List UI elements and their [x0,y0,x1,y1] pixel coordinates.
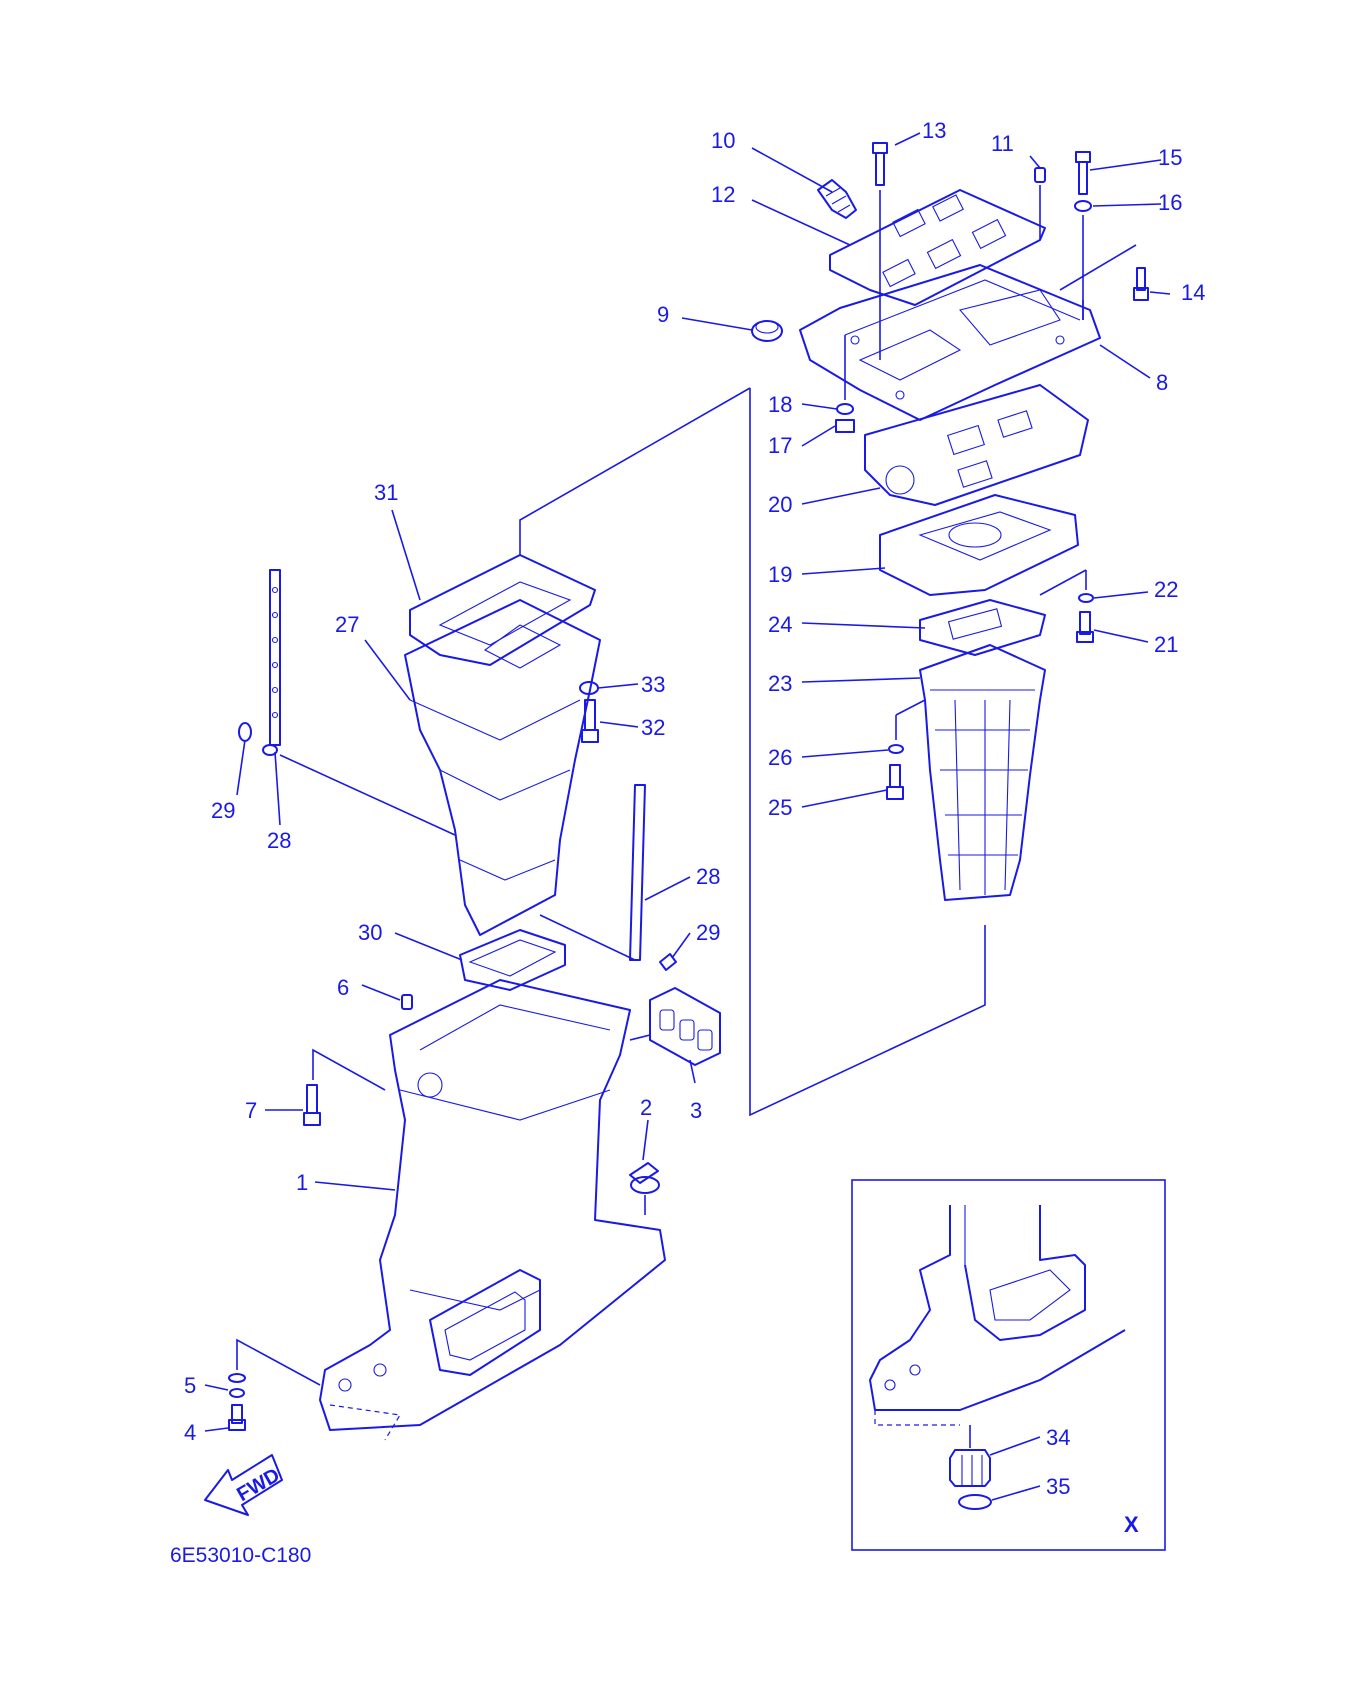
bolt-4 [228,1404,246,1431]
callout-32: 32 [641,715,665,740]
callout-8: 8 [1156,370,1168,395]
callout-5: 5 [184,1373,196,1398]
drive-shaft-housing-1 [319,979,666,1431]
leader-lines [204,132,1171,1501]
washer-18 [836,403,854,415]
callout-23: 23 [768,671,792,696]
callout-2: 2 [640,1095,652,1120]
gasket-12 [829,189,1046,306]
washer-22 [1078,593,1094,603]
bolt-21 [1076,611,1094,643]
gasket-20 [864,384,1089,506]
gasket-31 [409,554,596,666]
callout-34: 34 [1046,1425,1070,1450]
seal-strip-28-right [629,784,646,961]
fwd-arrow: FWD [204,1454,284,1516]
plug-9 [751,320,783,342]
callout-16: 16 [1158,190,1182,215]
bolt-14 [1133,267,1149,301]
washer-26 [888,744,904,754]
bolt-7 [303,1084,321,1126]
exhaust-manifold-23 [919,644,1046,901]
bolt-15 [1075,151,1091,195]
bolt-32 [581,699,599,743]
callout-7: 7 [245,1098,257,1123]
callout-13: 13 [922,118,946,143]
seal-30 [459,929,566,991]
callout-28-left: 28 [267,828,291,853]
callout-28-right: 28 [696,864,720,889]
callout-33: 33 [641,672,665,697]
inset-frame [851,1179,1166,1551]
callout-20: 20 [768,492,792,517]
bolt-13 [872,142,888,186]
exhaust-guide-8 [799,264,1101,421]
anode-34 [949,1449,991,1487]
washer-5a [228,1373,246,1383]
callout-17: 17 [768,433,792,458]
callout-30: 30 [358,920,382,945]
drawing-code: 6E53010-C180 [170,1544,311,1567]
callout-29-right: 29 [696,920,720,945]
callout-35: 35 [1046,1474,1070,1499]
grommet-10 [817,179,857,219]
callout-15: 15 [1158,145,1182,170]
inset-label: X [1124,1512,1139,1537]
drain-plug-2 [629,1162,659,1184]
callout-9: 9 [657,302,669,327]
washer-5b [229,1388,245,1398]
callout-31: 31 [374,480,398,505]
callout-25: 25 [768,795,792,820]
callout-11: 11 [991,131,1014,156]
gasket-24 [919,599,1046,656]
dowel-11 [1034,167,1046,183]
callout-4: 4 [184,1420,196,1445]
exhaust-plate-19 [879,494,1079,596]
callout-6: 6 [337,975,349,1000]
water-inlet-cover-3 [649,987,721,1066]
circlip-35 [958,1494,992,1510]
callout-14: 14 [1181,280,1205,305]
nut-17 [835,419,855,433]
callout-19: 19 [768,562,792,587]
callout-18: 18 [768,392,792,417]
callout-27: 27 [335,612,359,637]
callout-10: 10 [711,128,735,153]
clip-29-left [238,722,252,742]
clip-29-right [659,953,677,971]
callout-21: 21 [1154,632,1178,657]
washer-16 [1074,200,1092,212]
callout-26: 26 [768,745,792,770]
exhaust-manifold-assembly [749,384,1094,1117]
exhaust-guide-assembly [751,142,1149,433]
callout-3: 3 [690,1098,702,1123]
callout-1: 1 [296,1170,308,1195]
dowel-6 [401,994,413,1010]
callout-29-left: 29 [211,798,235,823]
seal-strip-28-left [269,569,281,746]
inset-x [851,1179,1166,1551]
upper-casing-assembly [238,387,751,991]
callout-22: 22 [1154,577,1178,602]
callout-24: 24 [768,612,792,637]
bolt-25 [886,764,904,800]
drive-shaft-housing-assembly [228,979,721,1441]
callout-labels: 10 13 11 15 12 16 14 9 8 18 17 20 31 19 … [184,118,1205,1499]
callout-12: 12 [711,182,735,207]
